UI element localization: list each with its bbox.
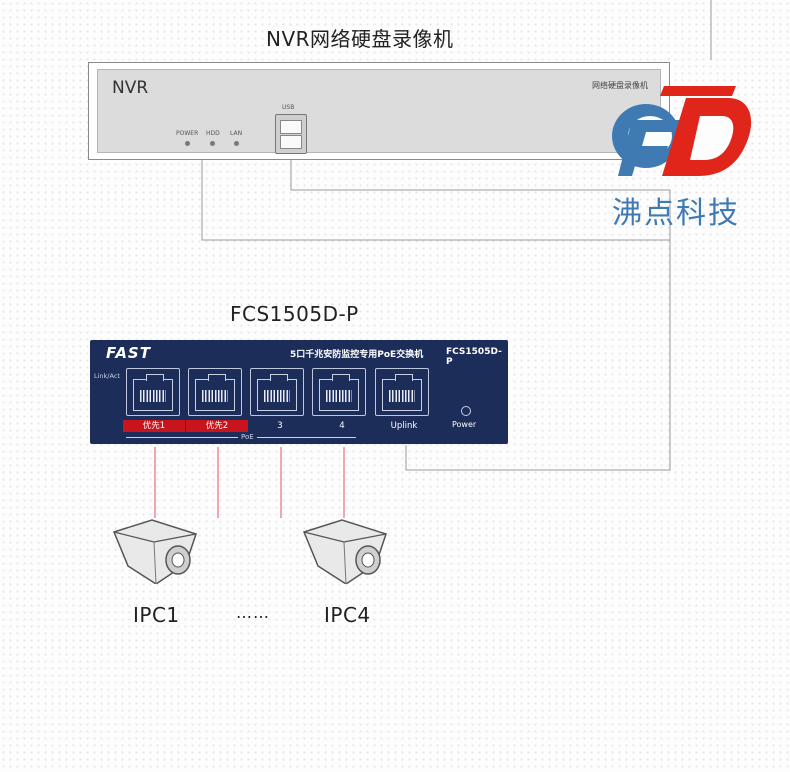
switch-power-label: Power — [452, 420, 477, 429]
camera-icon-4 — [302, 519, 387, 584]
nvr-usb-to-uplink-line — [290, 160, 671, 471]
poe-label: PoE — [238, 433, 257, 441]
port-label-uplink: Uplink — [390, 421, 418, 431]
company-logo-text: 沸点科技 — [612, 196, 740, 231]
hdd-indicator-label: HDD — [206, 130, 220, 137]
nvr-front-panel: NVR 网络硬盘录像机 POWER HDD LAN USB — [97, 69, 661, 154]
port-label-2: 优先2 — [186, 420, 248, 432]
nvr-lan-to-switch-line — [201, 160, 670, 241]
power-indicator-label: POWER — [176, 130, 199, 137]
port-label-3: 3 — [277, 421, 283, 431]
camera-label-4: IPC4 — [324, 603, 371, 627]
camera-icon-1 — [112, 519, 197, 584]
switch-caption: FCS1505D-P — [230, 302, 359, 326]
nvr-caption: NVR网络硬盘录像机 — [266, 27, 454, 51]
usb-label: USB — [282, 104, 295, 111]
nvr-brand: NVR — [112, 78, 149, 98]
company-logo-icon — [612, 86, 752, 176]
poe-switch-device: FAST 5口千兆安防监控专用PoE交换机 FCS1505D-P Link/Ac… — [90, 340, 508, 444]
camera-ellipsis: …… — [236, 603, 270, 622]
switch-port-uplink — [375, 368, 429, 416]
switch-description: 5口千兆安防监控专用PoE交换机 — [290, 350, 424, 360]
camera-label-1: IPC1 — [133, 603, 180, 627]
switch-model: FCS1505D-P — [446, 347, 502, 367]
switch-port-1 — [126, 368, 180, 416]
lan-indicator-label: LAN — [230, 130, 243, 137]
nvr-panel-label: 网络硬盘录像机 — [592, 81, 648, 90]
switch-power-led — [461, 406, 471, 416]
switch-port-3 — [250, 368, 304, 416]
switch-port-2 — [188, 368, 242, 416]
switch-port-4 — [312, 368, 366, 416]
port-label-4: 4 — [339, 421, 345, 431]
hdd-led — [210, 141, 215, 146]
port-label-1: 优先1 — [123, 420, 185, 432]
switch-brand: FAST — [106, 344, 151, 362]
power-led — [185, 141, 190, 146]
usb-port — [275, 114, 307, 154]
link-act-label: Link/Act — [94, 372, 120, 380]
nvr-device: NVR 网络硬盘录像机 POWER HDD LAN USB — [88, 62, 670, 160]
lan-led — [234, 141, 239, 146]
